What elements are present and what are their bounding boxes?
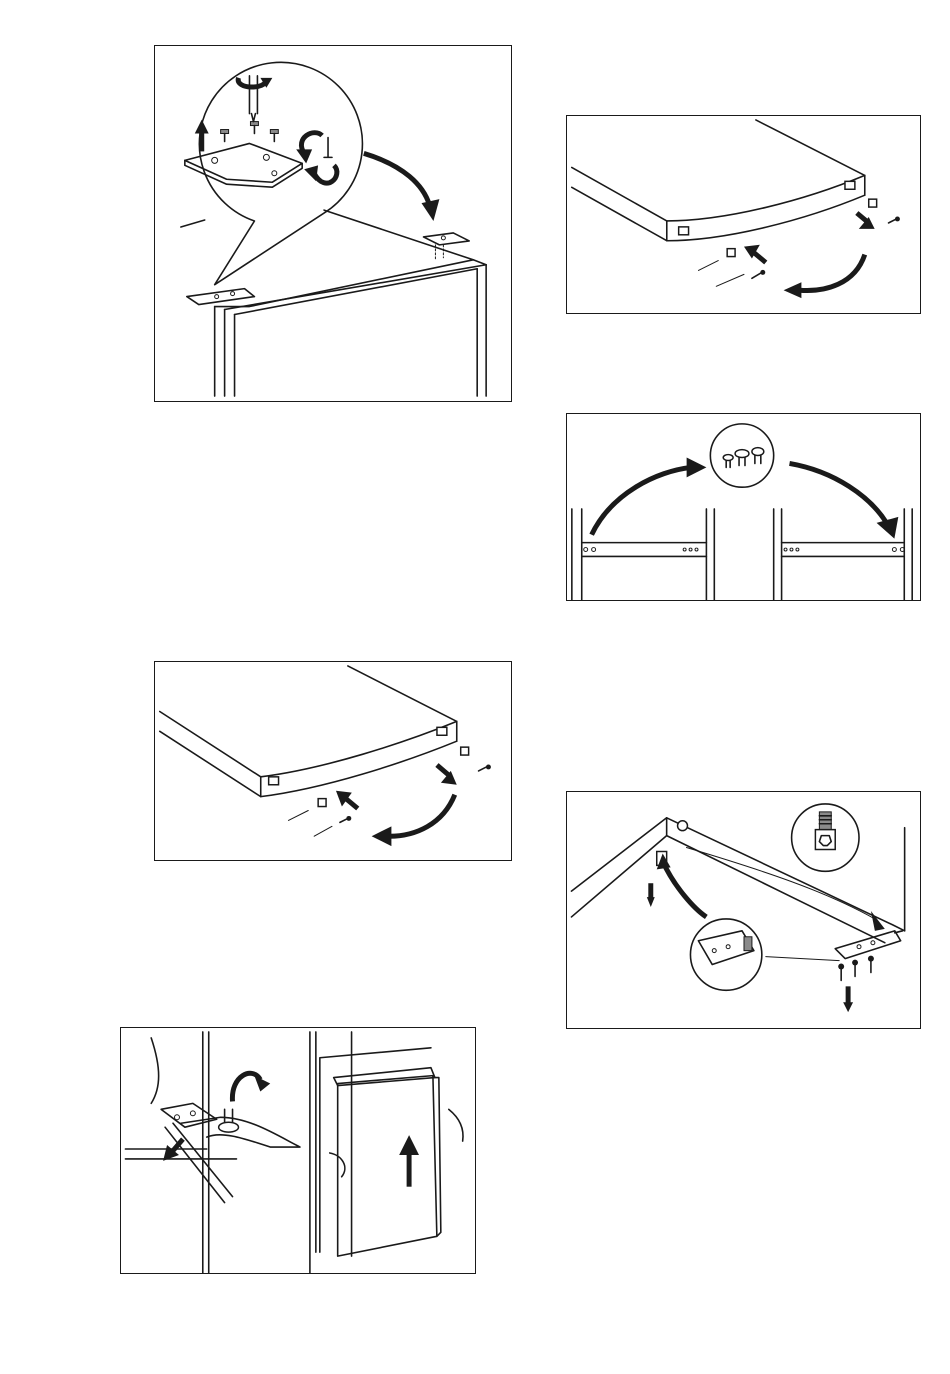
- right-hinge-plate: [423, 233, 469, 245]
- cabinet-right-side: [895, 828, 905, 933]
- hinge-callout: [690, 919, 761, 990]
- door-panel: [338, 1076, 437, 1257]
- cabinet-edge: [125, 1149, 236, 1159]
- cover-pins-illustration: [155, 662, 511, 860]
- figure-top-cover-side-swap: [566, 115, 921, 314]
- hinge-hole: [678, 821, 688, 831]
- cabinet-bottom-edge: [667, 818, 905, 943]
- hinge-pin: [324, 137, 332, 157]
- screw-icon: [221, 122, 279, 142]
- figure-top-hinge-removal: [154, 45, 512, 402]
- hinge-bracket-icon: [698, 931, 754, 965]
- top-cover-illustration: [567, 116, 920, 313]
- left-hinge-plate: [187, 289, 255, 305]
- figure-bottom-hinge-swap: [566, 791, 921, 1029]
- screw-icon: [340, 764, 491, 822]
- cover-back-edge: [756, 120, 865, 175]
- hinge-pin-icon: [815, 812, 835, 850]
- wrench: [181, 1117, 300, 1147]
- screw-icon: [838, 956, 874, 981]
- shelf-pins-illustration: [567, 414, 920, 600]
- left-cabinet: [572, 509, 714, 600]
- bottom-hinge-illustration: [567, 792, 920, 1028]
- figure-cover-pins-swap: [154, 661, 512, 861]
- top-hinge-illustration: [155, 46, 511, 401]
- hand-right: [449, 1109, 463, 1141]
- figure-shelf-pins-swap: [566, 413, 921, 601]
- cabinet-top-back: [324, 210, 473, 260]
- shelf-pin-icon: [723, 448, 764, 468]
- figure-door-lift-off: [120, 1027, 476, 1274]
- cover-back-edge: [348, 666, 457, 721]
- door-lift-illustration: [121, 1028, 475, 1273]
- cover-top-face: [572, 167, 865, 220]
- screwdriver: [249, 76, 257, 122]
- cover-top-face: [160, 712, 457, 777]
